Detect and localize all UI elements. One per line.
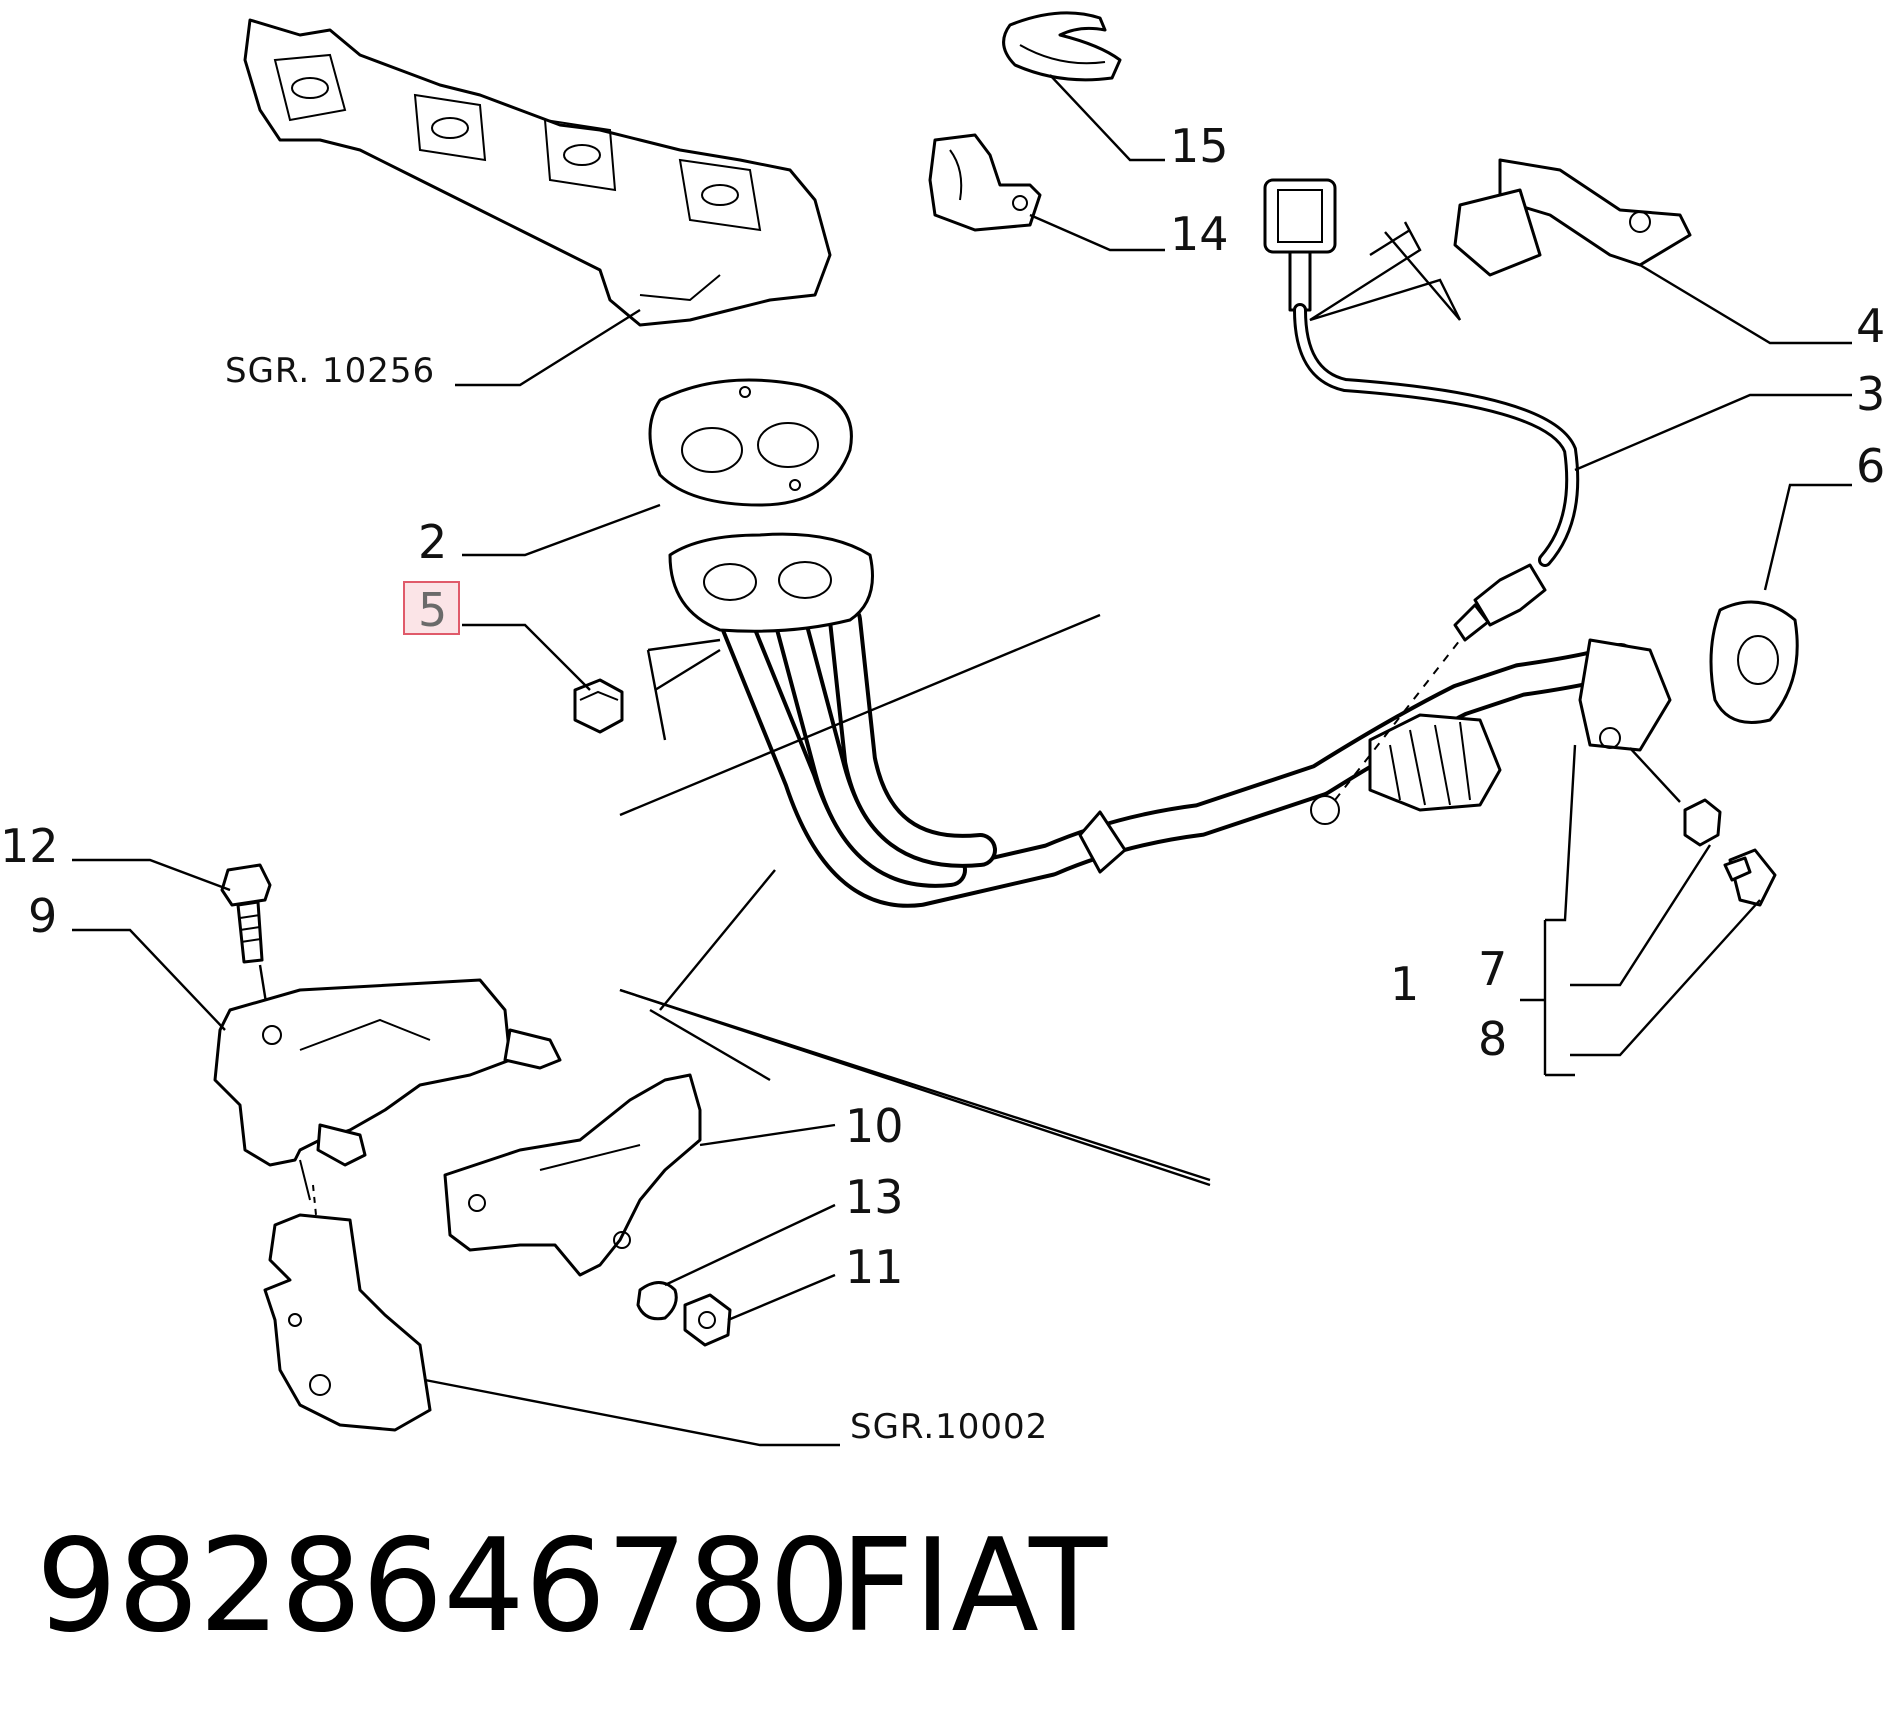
front-exhaust-pipe — [668, 532, 1672, 908]
callout-7[interactable]: 7 — [1478, 942, 1507, 996]
highlight-box — [403, 581, 460, 635]
flange-nut — [573, 638, 721, 741]
callout-15[interactable]: 15 — [1170, 119, 1229, 173]
nut-11 — [683, 1293, 732, 1347]
reference-labels: SGR. 10256 SGR.10002 — [225, 351, 1048, 1447]
callout-1[interactable]: 1 — [1390, 957, 1419, 1011]
pipe-flange-gasket — [1709, 600, 1799, 724]
pipe-bracket — [928, 133, 1042, 232]
dashed-guides — [619, 228, 1411, 1187]
callout-12[interactable]: 12 — [0, 819, 59, 873]
lower-mount-bracket — [263, 1213, 432, 1432]
callout-11[interactable]: 11 — [845, 1240, 904, 1294]
brand-name: FIAT — [840, 1512, 1108, 1661]
callout-8[interactable]: 8 — [1478, 1012, 1507, 1066]
sensor-mount — [1453, 158, 1692, 277]
callout-10[interactable]: 10 — [845, 1099, 904, 1153]
bolt-8 — [1629, 747, 1777, 907]
callout-4[interactable]: 4 — [1856, 299, 1885, 353]
oxygen-sensor — [1263, 178, 1580, 642]
nut-7 — [1683, 798, 1722, 847]
hose-clamp — [1002, 11, 1122, 82]
callout-9[interactable]: 9 — [28, 889, 57, 943]
callout-5[interactable]: 5 — [418, 583, 447, 637]
washer-13 — [636, 1281, 678, 1321]
manifold-gasket — [648, 378, 853, 507]
part-number: 9828646780 — [36, 1512, 850, 1661]
bolt-12 — [220, 863, 272, 1016]
support-bracket-10 — [443, 1073, 702, 1277]
callout-6[interactable]: 6 — [1856, 439, 1885, 493]
support-bracket-9 — [213, 978, 562, 1216]
callout-2[interactable]: 2 — [418, 515, 447, 569]
ref-upper[interactable]: SGR. 10256 — [225, 351, 435, 391]
callout-14[interactable]: 14 — [1170, 207, 1229, 261]
footer: 9828646780 FIAT — [36, 1512, 1108, 1661]
callout-13[interactable]: 13 — [845, 1170, 904, 1224]
callout-labels: 15 14 4 3 6 2 5 12 9 1 7 8 10 13 11 — [0, 119, 1885, 1294]
exhaust-manifold — [243, 18, 832, 327]
ref-lower[interactable]: SGR.10002 — [850, 1407, 1048, 1447]
callout-3[interactable]: 3 — [1856, 367, 1885, 421]
leader-lines — [72, 74, 1852, 1447]
